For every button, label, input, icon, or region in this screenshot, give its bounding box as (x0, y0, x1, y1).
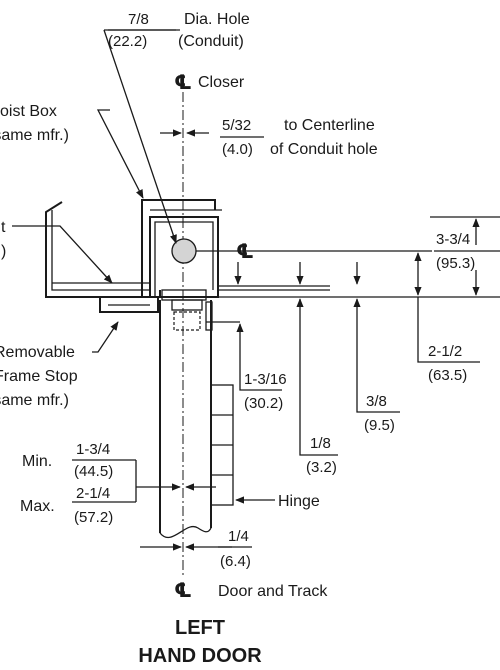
hole-callout: 7/8 (22.2) Dia. Hole (Conduit) (108, 11, 250, 50)
dim-3-3-4-frac: 3-3/4 (436, 231, 470, 248)
joist-box (141, 199, 222, 298)
dim-1-3-16-mm: (30.2) (244, 395, 283, 412)
dim-3-8-mm: (9.5) (364, 417, 395, 434)
bracket-line1: t (1, 219, 6, 236)
dim-1-4-frac: 1/4 (228, 528, 249, 545)
removable-frame-stop (99, 289, 207, 313)
title-line1: LEFT (175, 617, 225, 639)
offset-text2: of Conduit hole (270, 141, 378, 158)
bracket-line2: ) (1, 243, 6, 260)
hinge (210, 384, 234, 506)
dim-3-8-frac: 3/8 (366, 393, 387, 410)
dim-2-1-2-frac: 2-1/2 (428, 343, 462, 360)
closer-label: Closer (198, 74, 245, 91)
max-mm: (57.2) (74, 509, 113, 526)
hole-mm: (22.2) (108, 33, 147, 50)
closer-centerline-symbol: ℄ (174, 72, 192, 94)
joist-box-line2: (same mfr.) (0, 127, 69, 144)
dim-1-8-frac: 1/8 (310, 435, 331, 452)
offset-text1: to Centerline (284, 117, 375, 134)
door-track-centerline-symbol: ℄ (174, 580, 192, 602)
hinge-label: Hinge (278, 493, 320, 510)
hole-centerline-symbol: ℄ (236, 241, 254, 263)
min-label: Min. (22, 453, 52, 470)
frame-stop-line2: Frame Stop (0, 368, 78, 385)
offset-mm: (4.0) (222, 141, 253, 158)
dim-1-4-mm: (6.4) (220, 553, 251, 570)
dim-1-3-16-frac: 1-3/16 (244, 371, 287, 388)
hole-frac: 7/8 (128, 11, 149, 28)
min-frac: 1-3/4 (76, 441, 110, 458)
joist-box-line1: Joist Box (0, 103, 57, 120)
frame-stop-line3: (same mfr.) (0, 392, 69, 409)
hole-text2: (Conduit) (178, 33, 244, 50)
dim-2-1-2-mm: (63.5) (428, 367, 467, 384)
title-line2: HAND DOOR (138, 645, 262, 667)
hole-text1: Dia. Hole (184, 11, 250, 28)
max-label: Max. (20, 498, 55, 515)
dim-1-8-mm: (3.2) (306, 459, 337, 476)
dimension-lines (12, 29, 500, 551)
min-mm: (44.5) (74, 463, 113, 480)
dim-3-3-4-mm: (95.3) (436, 255, 475, 272)
offset-frac: 5/32 (222, 117, 251, 134)
frame-stop-line1: Removable (0, 344, 75, 361)
max-frac: 2-1/4 (76, 485, 110, 502)
door-track-label: Door and Track (218, 583, 328, 600)
door-leaf (159, 299, 213, 539)
